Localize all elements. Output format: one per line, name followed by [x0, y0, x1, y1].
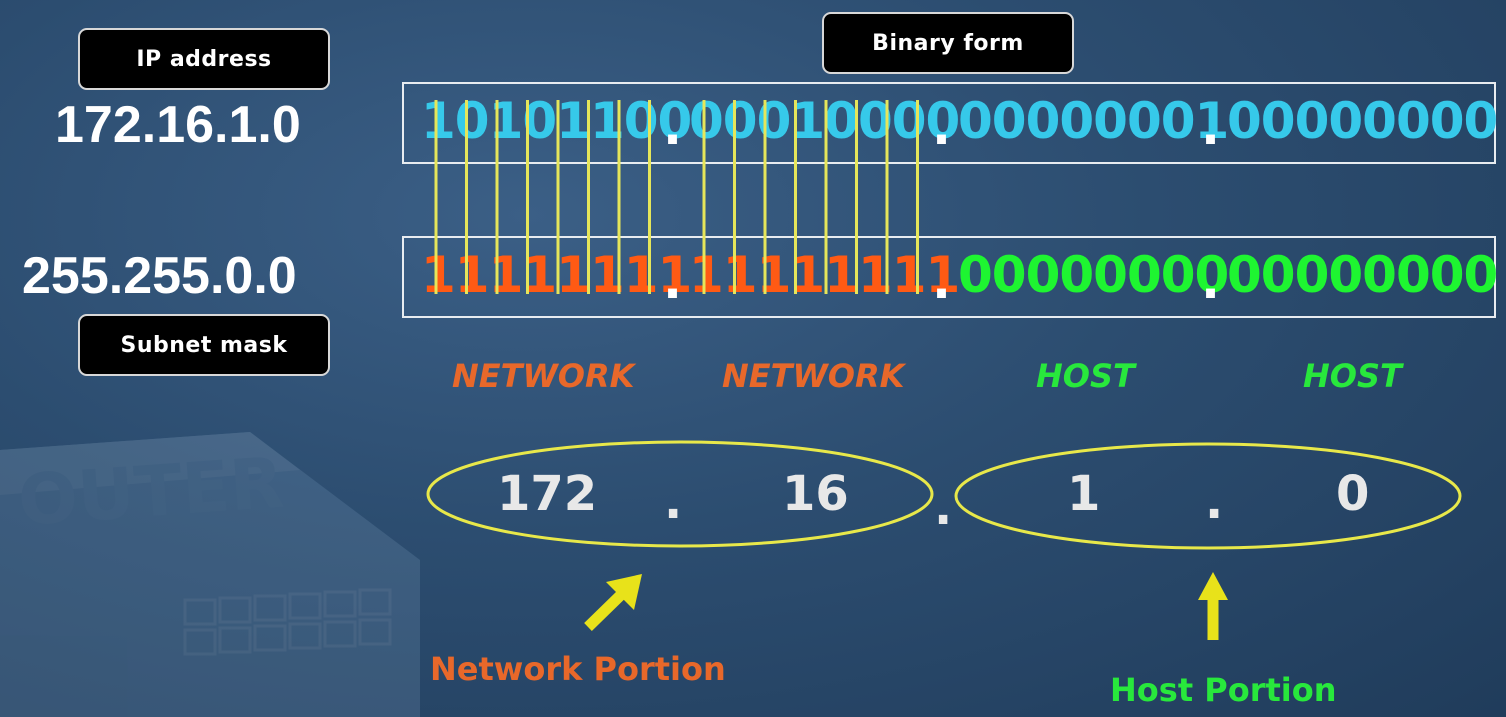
ip-address-dotted: 172.16.1.0 — [55, 96, 301, 154]
result-octet-4: 0 — [1336, 466, 1370, 522]
mask-dot-3: . — [1201, 252, 1220, 310]
segment-label-4: HOST — [1303, 357, 1402, 395]
network-ellipse — [426, 440, 934, 548]
mask-octet-4-binary: 00000000 — [1227, 246, 1498, 304]
mask-dot-2: . — [932, 252, 951, 310]
segment-label-2: NETWORK — [722, 357, 905, 395]
ip-dot-3: . — [1201, 98, 1220, 156]
mask-octet-3-binary: 00000000 — [958, 246, 1229, 304]
bit-connector-lines — [434, 100, 919, 294]
ip-address-label: IP address — [78, 28, 330, 90]
network-arrow — [584, 574, 642, 631]
result-octet-3: 1 — [1067, 466, 1101, 522]
subnet-mask-dotted: 255.255.0.0 — [22, 247, 297, 305]
segment-label-1: NETWORK — [452, 357, 635, 395]
host-portion-label: Host Portion — [1110, 671, 1337, 709]
ip-dot-1: . — [663, 98, 682, 156]
result-dot-3: . — [1205, 474, 1224, 530]
mask-dot-1: . — [663, 252, 682, 310]
host-ellipse — [954, 442, 1462, 550]
result-octet-2: 16 — [782, 466, 849, 522]
ip-binary-box — [402, 82, 1496, 164]
ip-dot-2: . — [932, 98, 951, 156]
binary-form-label: Binary form — [822, 12, 1074, 74]
ip-octet-4-binary: 00000000 — [1227, 92, 1498, 150]
ip-octet-3-binary: 00000001 — [958, 92, 1229, 150]
segment-label-3: HOST — [1036, 357, 1135, 395]
result-dot-2: . — [934, 480, 953, 536]
network-portion-label: Network Portion — [430, 650, 726, 688]
result-octet-1: 172 — [497, 466, 598, 522]
result-dot-1: . — [664, 474, 683, 530]
subnet-mask-label: Subnet mask — [78, 314, 330, 376]
host-arrow — [1198, 572, 1228, 640]
mask-binary-box — [402, 236, 1496, 318]
svg-text:OUTER: OUTER — [15, 442, 286, 542]
